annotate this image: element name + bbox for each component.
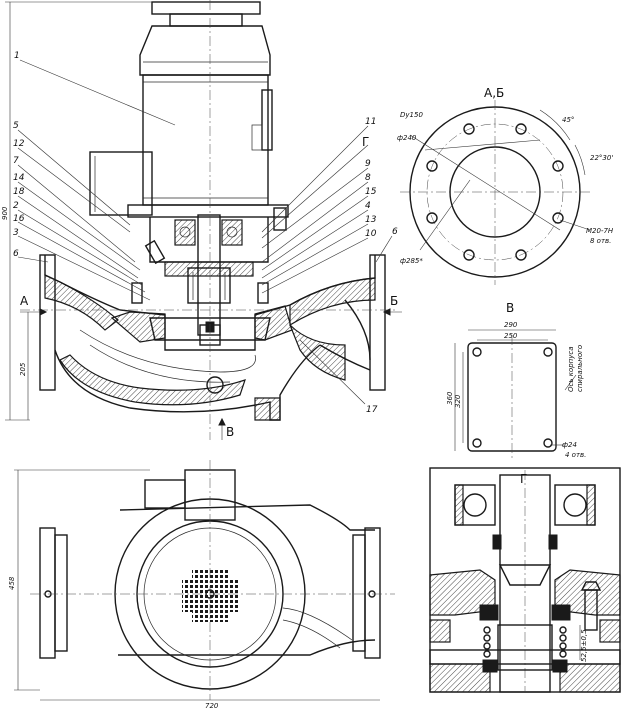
- section-label-a: А: [20, 294, 29, 308]
- dim-thread-count: 8 отв.: [590, 237, 611, 245]
- volute-lower: [54, 344, 321, 421]
- part-label-2: 2: [13, 201, 19, 211]
- part-label-4: 4: [365, 201, 371, 211]
- part-label-6: 6: [13, 249, 19, 259]
- section-label-b: Б: [390, 294, 398, 308]
- dim-458: 458: [8, 576, 16, 590]
- detail-label-g: Г: [520, 472, 527, 486]
- dim-d285: ф285*: [400, 257, 423, 265]
- dim-hole: ф24: [562, 441, 577, 449]
- bolt-left: [131, 282, 143, 304]
- part-label-12: 12: [13, 139, 25, 149]
- part-label-18: 18: [13, 187, 25, 197]
- dim-thread: М20-7Н: [586, 227, 614, 235]
- detail-g-labels: Г 52,5±0,5: [520, 472, 588, 662]
- leader-lines: [17, 59, 393, 405]
- section-label-v: В: [226, 425, 234, 439]
- part-label-7: 7: [13, 156, 19, 166]
- dim-angle45: 45°: [562, 116, 574, 124]
- flange-bolt-holes: [426, 123, 564, 261]
- dim-d240: ф240: [397, 134, 417, 142]
- mechanical-seal: [187, 267, 231, 304]
- impeller: [149, 317, 271, 341]
- bearing-left: [174, 219, 196, 246]
- axis-note-2: спирального: [576, 345, 584, 392]
- plan-view: [14, 460, 395, 701]
- part-label-3: 3: [13, 228, 19, 238]
- part-label-1: 1: [14, 51, 20, 61]
- dim-base-290: 290: [504, 321, 518, 329]
- plan-flange-right: [364, 527, 381, 659]
- motor-flange: [127, 204, 289, 218]
- plan-top-outline: [119, 504, 375, 531]
- part-label-9: 9: [365, 159, 371, 169]
- base-view-v: [454, 329, 577, 460]
- bearing-right: [221, 219, 243, 246]
- outlet-flange-right: [369, 254, 386, 391]
- part-label-6b: 6: [392, 227, 398, 237]
- dim-900: 900: [1, 206, 9, 220]
- plan-flange-left: [39, 527, 56, 659]
- dim-base-360: 360: [446, 391, 454, 405]
- flange-view-labels: А,Б Dy150 ф240 ф285* 45° 22°30' М20-7Н 8…: [397, 86, 614, 265]
- detail-spring: [483, 626, 567, 658]
- motor-body: [142, 74, 269, 206]
- dim-hole-count: 4 отв.: [565, 451, 586, 459]
- part-number-labels: 1 5 12 7 14 18 2 16 3 6 11 Г 9 8 15 4 13…: [1, 51, 398, 439]
- terminal-box: [89, 151, 153, 216]
- part-label-16: 16: [13, 214, 25, 224]
- motor-top-housing: [139, 25, 271, 76]
- part-label-10: 10: [365, 229, 377, 239]
- axis-note-1: Ось корпуса: [567, 346, 575, 392]
- detail-g: [429, 467, 621, 693]
- view-label-ab: А,Б: [484, 86, 504, 100]
- dim-base-320: 320: [454, 394, 462, 408]
- bolt-right: [273, 207, 287, 231]
- part-label-11: 11: [365, 117, 376, 127]
- dim-720: 720: [205, 702, 219, 710]
- fan-cap: [151, 1, 261, 15]
- main-elevation: [5, 0, 402, 440]
- dim-dy150: Dy150: [400, 111, 423, 119]
- dim-seal: 52,5±0,5: [580, 629, 588, 662]
- detail-seal-sleeve: [497, 624, 553, 671]
- dim-angle22: 22°30': [590, 154, 613, 162]
- flange-view-ab: [400, 100, 591, 285]
- part-label-13: 13: [365, 215, 377, 225]
- base-view-labels: В 290 250 360 320 ф24 4 отв. Ось корпуса…: [446, 301, 586, 459]
- dim-base-250: 250: [504, 332, 518, 340]
- part-label-5: 5: [13, 121, 19, 131]
- view-label-v: В: [506, 301, 514, 315]
- lantern: [149, 217, 269, 263]
- part-label-15: 15: [365, 187, 377, 197]
- plan-view-labels: 720 458: [8, 576, 219, 710]
- dim-205: 205: [19, 362, 27, 376]
- inlet-flange-left: [39, 254, 56, 391]
- part-label-17: 17: [366, 405, 378, 415]
- part-label-8: 8: [365, 173, 371, 183]
- section-label-g-main: Г: [362, 135, 369, 149]
- part-label-14: 14: [13, 173, 25, 183]
